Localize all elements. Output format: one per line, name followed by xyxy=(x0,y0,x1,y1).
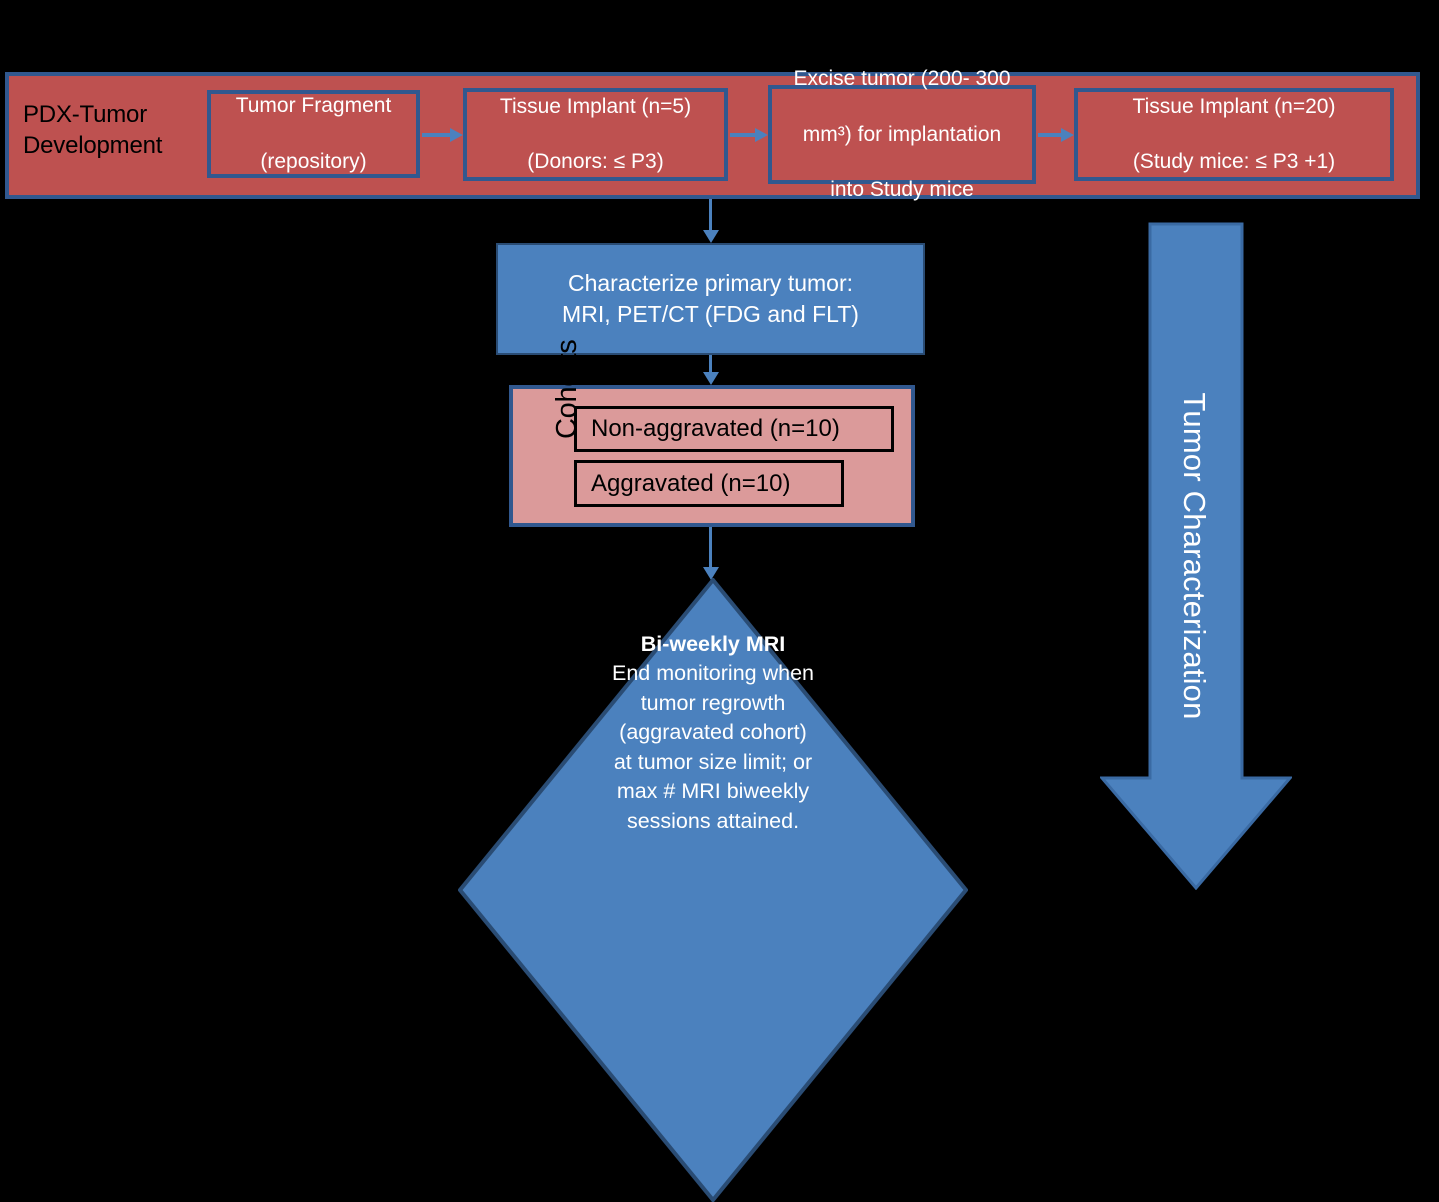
step-tissue-implant-20-line1: Tissue Implant (n=20) xyxy=(1132,94,1336,118)
tumor-characterization-arrow: Tumor Characterization xyxy=(1100,222,1292,890)
step-tumor-fragment-line1: Tumor Fragment xyxy=(235,94,392,118)
bi-weekly-mri-decision-diamond[interactable]: Bi-weekly MRI End monitoring when tumor … xyxy=(458,578,968,1202)
arrow-down-icon xyxy=(703,355,719,385)
banner-title: PDX-Tumor Development xyxy=(23,101,163,159)
step-tissue-implant-20-line2: (Study mice: ≤ P3 +1) xyxy=(1132,150,1336,174)
step-excise-tumor-line1: Excise tumor (200- 300 xyxy=(793,67,1011,91)
cohort-item-aggravated[interactable]: Aggravated (n=10) xyxy=(574,460,844,507)
step-excise-tumor-line3: into Study mice xyxy=(830,178,974,202)
step-excise-tumor[interactable]: Excise tumor (200- 300 mm³) for implanta… xyxy=(768,67,1036,201)
step-excise-tumor-line2: mm³) for implantation xyxy=(802,122,1002,146)
step-tissue-implant-20[interactable]: Tissue Implant (n=20) (Study mice: ≤ P3 … xyxy=(1074,88,1394,181)
cohort-item-non-aggravated[interactable]: Non-aggravated (n=10) xyxy=(574,406,894,452)
step-tissue-implant-5-line1: Tissue Implant (n=5) xyxy=(499,94,692,118)
diamond-shape-icon xyxy=(458,578,968,1202)
cohort-item-non-aggravated-label: Non-aggravated (n=10) xyxy=(591,415,840,442)
arrow-right-icon xyxy=(1038,128,1074,142)
arrow-right-icon xyxy=(422,128,463,142)
arrow-down-icon xyxy=(703,199,719,243)
cohorts-box: Cohorts Non-aggravated (n=10) Aggravated… xyxy=(509,340,915,527)
arrow-right-icon xyxy=(730,128,768,142)
cohort-item-aggravated-label: Aggravated (n=10) xyxy=(591,469,791,497)
arrow-down-icon xyxy=(703,527,719,580)
diagram-canvas: PDX-Tumor Development Tumor Fragment (re… xyxy=(5,67,1420,1202)
step-tumor-fragment-line2: (repository) xyxy=(260,149,367,173)
step-tissue-implant-5-line2: (Donors: ≤ P3) xyxy=(527,150,664,174)
characterize-line1: Characterize primary tumor: xyxy=(567,270,854,297)
arrow-down-large-icon xyxy=(1100,222,1292,890)
characterize-line2: MRI, PET/CT (FDG and FLT) xyxy=(562,301,859,327)
step-tumor-fragment[interactable]: Tumor Fragment (repository) xyxy=(207,90,420,178)
characterize-primary-tumor-box[interactable]: Characterize primary tumor: MRI, PET/CT … xyxy=(496,243,925,355)
step-tissue-implant-5[interactable]: Tissue Implant (n=5) (Donors: ≤ P3) xyxy=(463,88,728,181)
